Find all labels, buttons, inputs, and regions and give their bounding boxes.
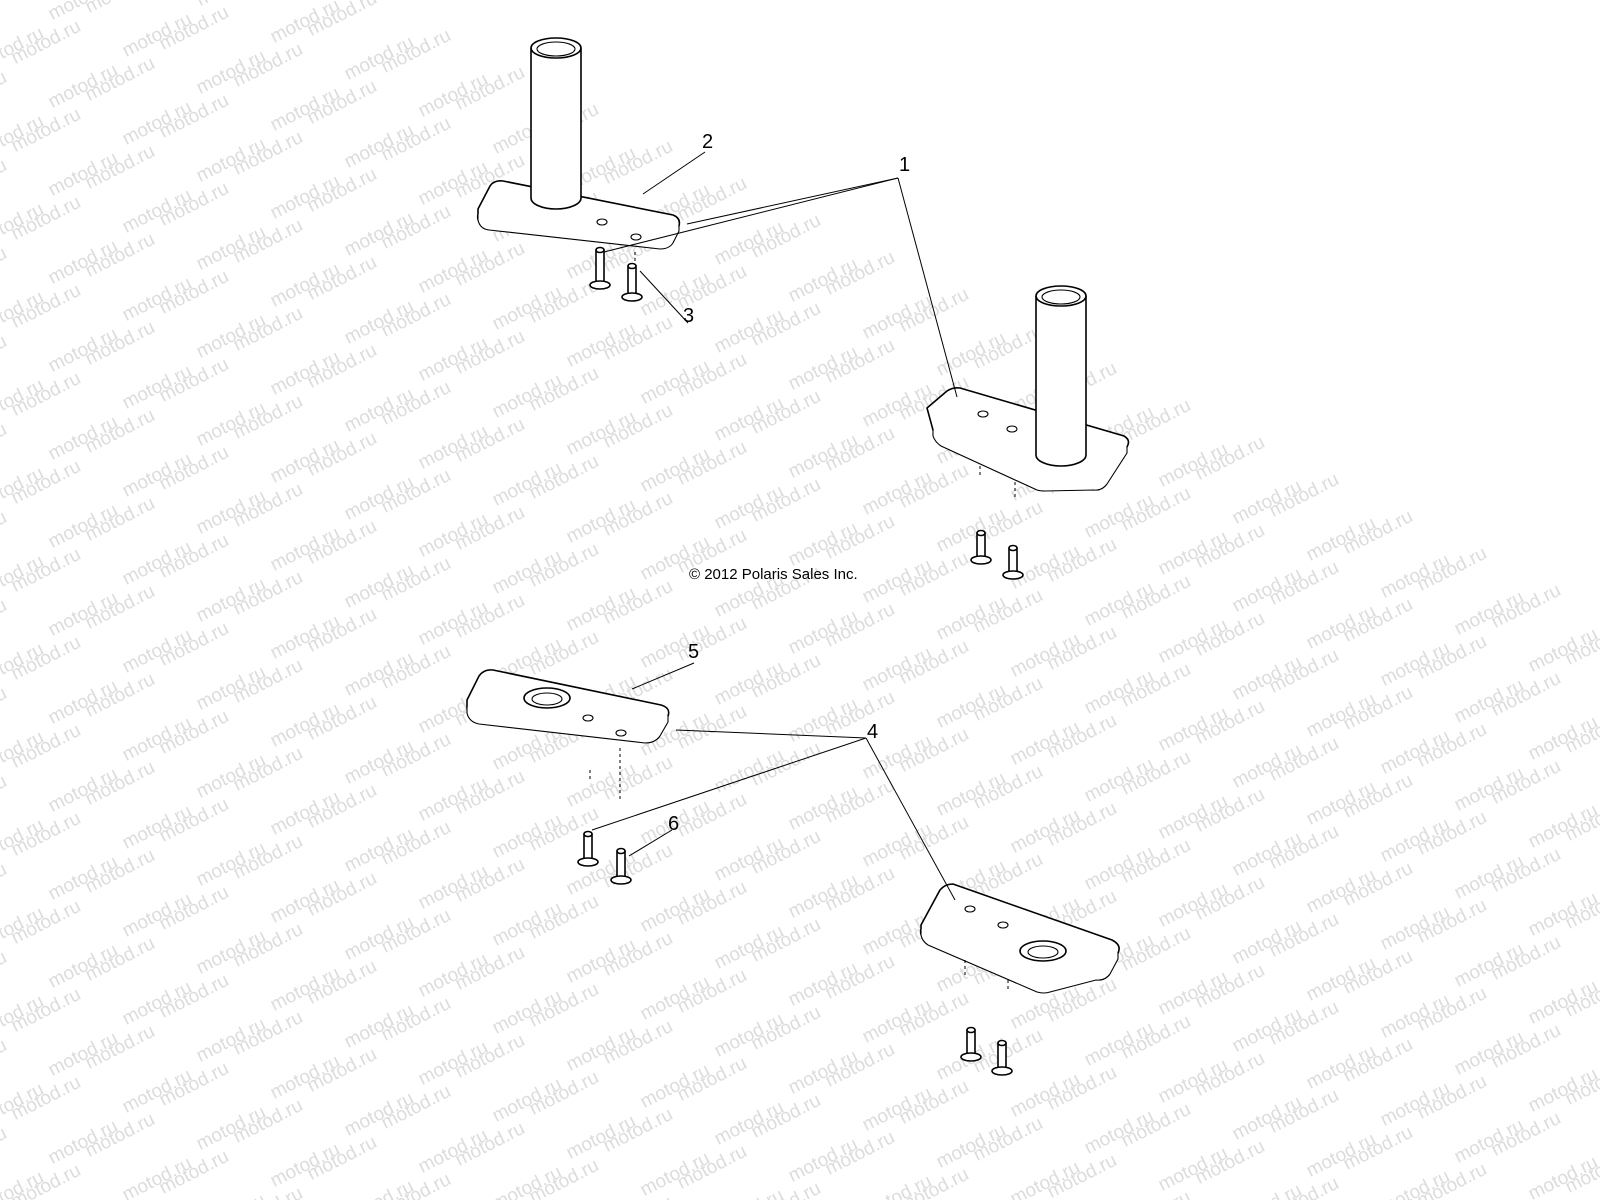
rivet-pair-c — [577, 830, 632, 885]
copyright-notice: © 2012 Polaris Sales Inc. — [689, 566, 858, 583]
rivet-pair-d — [960, 1026, 1013, 1076]
callout-3: 3 — [683, 305, 694, 327]
tube-plate-left — [476, 37, 681, 292]
hole-plate-left — [466, 669, 670, 802]
tube-plate-right — [926, 285, 1130, 498]
callout-5: 5 — [688, 641, 699, 663]
leader-lines — [591, 151, 958, 901]
callout-2: 2 — [702, 131, 713, 153]
callout-6: 6 — [668, 813, 679, 835]
rivet-pair-a — [589, 246, 643, 302]
hole-plate-right — [919, 883, 1120, 994]
callout-4: 4 — [867, 721, 878, 743]
callout-1: 1 — [899, 154, 910, 176]
rivet-pair-b — [970, 529, 1024, 580]
